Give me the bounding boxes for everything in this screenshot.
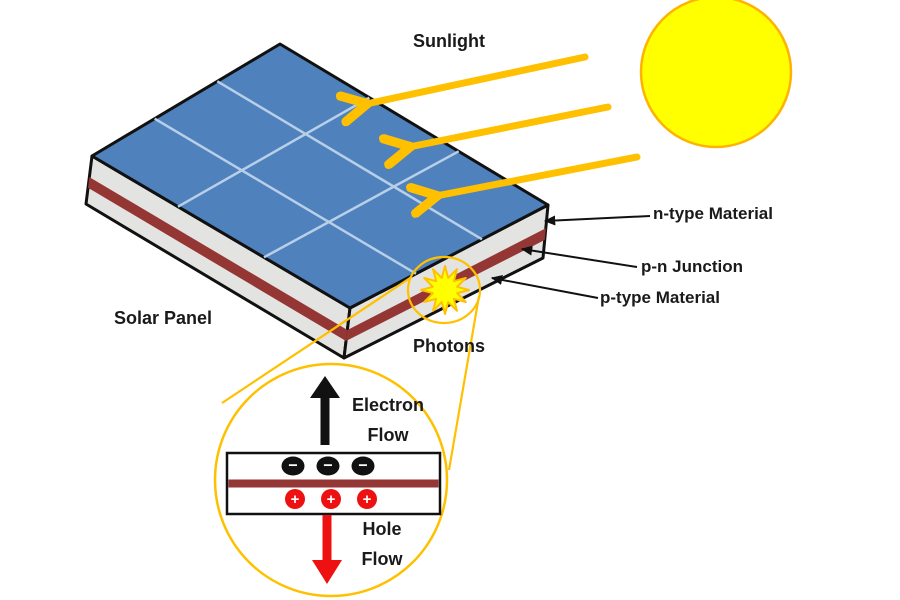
hole-flow-label-line2: Flow xyxy=(361,549,403,569)
photon-highlight-circle xyxy=(406,255,482,325)
magnifier-connector-left xyxy=(221,277,411,404)
pn-junction-leader xyxy=(520,245,638,268)
sun-ray-3 xyxy=(436,153,641,196)
junction-zoom-box: − − − + + + xyxy=(225,376,442,584)
electron-symbol: − xyxy=(323,458,332,475)
hole-particle xyxy=(285,489,305,509)
pn-junction-label: p-n Junction xyxy=(641,257,743,276)
magnifier-circle xyxy=(213,362,449,598)
solar-panel-label: Solar Panel xyxy=(114,308,213,328)
hole-flow-arrow xyxy=(312,515,342,584)
hole-particle xyxy=(321,489,341,509)
photon-burst xyxy=(406,255,482,325)
n-type-leader xyxy=(543,215,651,226)
sun xyxy=(639,0,793,149)
electron-flow-arrow xyxy=(310,376,340,445)
hole-symbol: + xyxy=(363,491,372,508)
electron-flow-label-line2: Flow xyxy=(367,425,409,445)
hole-symbol: + xyxy=(291,491,300,508)
p-type-label: p-type Material xyxy=(600,288,720,307)
electron-particle xyxy=(351,456,375,476)
magnifier-connector-right xyxy=(447,295,481,471)
p-type-leader xyxy=(490,274,599,299)
hole-symbol: + xyxy=(327,491,336,508)
electrons-row: − − − xyxy=(281,456,375,476)
sun-ray-2 xyxy=(409,103,612,147)
electron-particle xyxy=(281,456,305,476)
electron-symbol: − xyxy=(358,458,367,475)
electron-flow-label-line1: Electron xyxy=(351,395,425,415)
sunlight-label: Sunlight xyxy=(413,31,485,51)
junction-box-stripe xyxy=(228,479,439,488)
electron-flow-label: Electron Flow xyxy=(340,390,436,450)
electron-symbol: − xyxy=(288,458,297,475)
hole-particle xyxy=(357,489,377,509)
electron-particle xyxy=(316,456,340,476)
n-type-label: n-type Material xyxy=(653,204,773,223)
layer-leader-lines xyxy=(490,215,651,299)
sunlight-rays xyxy=(366,53,641,196)
photons-label: Photons xyxy=(413,336,485,356)
sun-ray-1 xyxy=(366,53,589,104)
pn-junction-stripe-left xyxy=(88,177,348,341)
holes-row: + + + xyxy=(285,489,377,509)
photon-star xyxy=(420,265,470,315)
hole-flow-label-line1: Hole xyxy=(362,519,402,539)
magnifier-connectors xyxy=(221,277,481,471)
hole-flow-label: Hole Flow xyxy=(334,514,430,574)
